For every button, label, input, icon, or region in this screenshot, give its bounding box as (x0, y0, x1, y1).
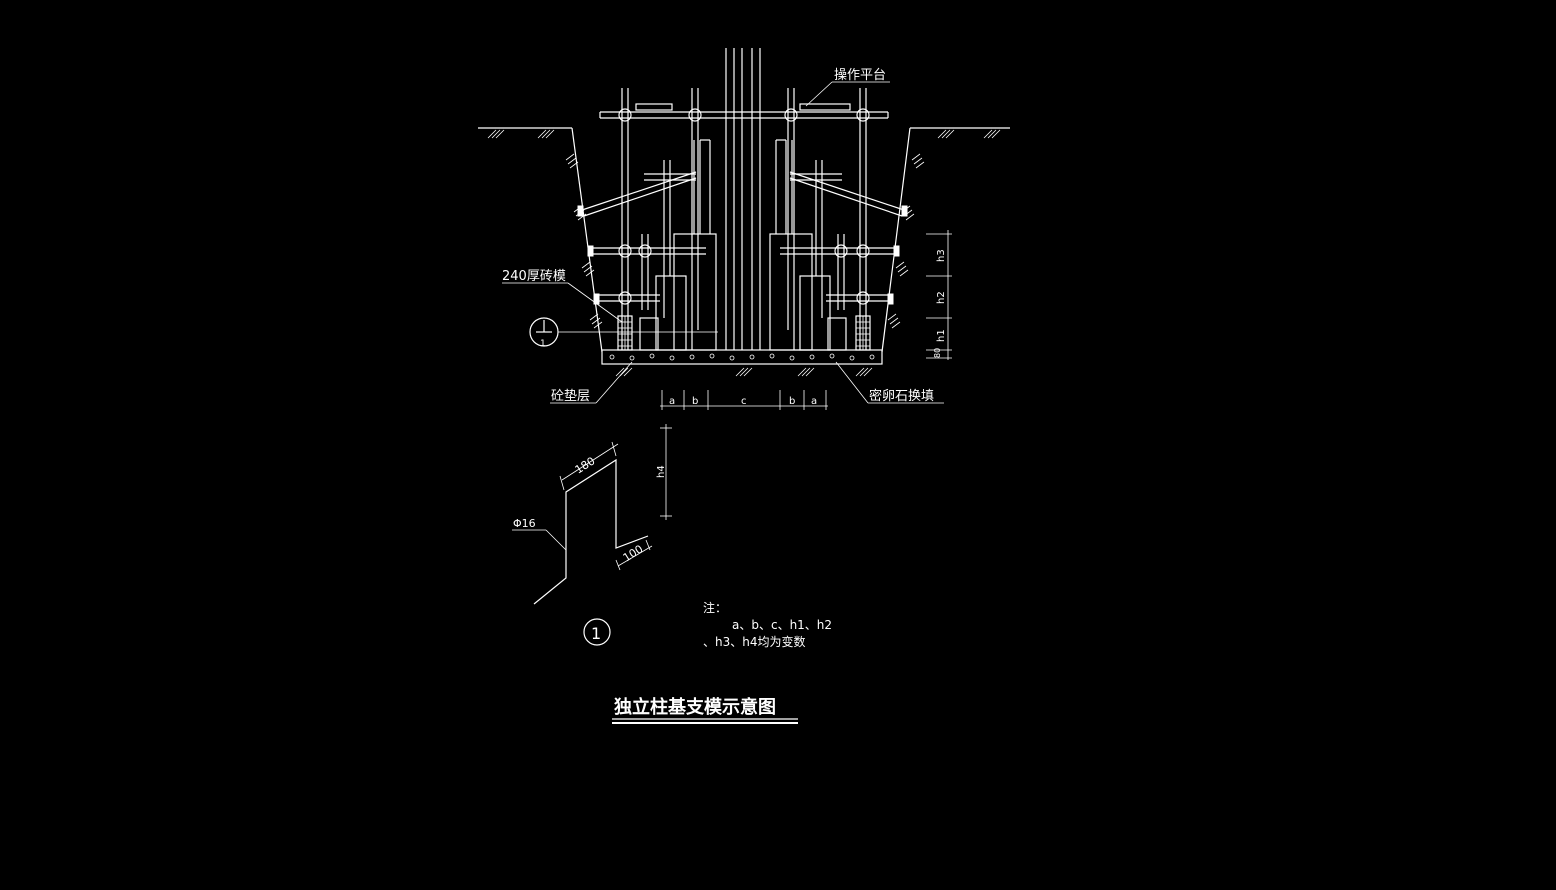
section-marker-number: 1 (540, 339, 546, 349)
scaffold (577, 88, 908, 350)
concrete-cushion-layer (601, 349, 883, 365)
label-brick-form: 240厚砖模 (502, 269, 623, 323)
platform-label: 操作平台 (834, 67, 886, 83)
drawing-title-block: 独立柱基支模示意图 (612, 696, 798, 724)
bar-top-dim: 180 (573, 454, 598, 476)
brick-form-right (855, 315, 871, 351)
bar-diameter-label: Φ16 (513, 517, 536, 530)
gravel-fill-label: 密卵石换填 (869, 388, 934, 404)
detail-marker-number: 1 (591, 624, 601, 643)
stepped-formwork-right (769, 139, 847, 351)
column-rebars (725, 48, 761, 350)
label-concrete-cushion: 砼垫层 (550, 361, 633, 404)
notes-heading: 注： (703, 600, 727, 615)
dim-h2: h2 (936, 291, 947, 304)
dim-h3: h3 (936, 249, 947, 262)
drawing-title: 独立柱基支模示意图 (614, 696, 776, 718)
label-platform: 操作平台 (805, 67, 890, 107)
section-marker: 1 (529, 317, 718, 349)
dim-b-right: b (789, 396, 795, 407)
dim-c: c (741, 396, 747, 407)
dim-a-left: a (669, 396, 675, 407)
vertical-dimensions: h3 h2 h1 80 (926, 230, 952, 360)
excavation-outline (478, 127, 1010, 377)
dim-h1: h1 (936, 329, 947, 342)
dim-a-right: a (811, 396, 817, 407)
stepped-formwork-left (639, 139, 717, 351)
concrete-cushion-label: 砼垫层 (551, 388, 590, 404)
horizontal-dimensions: a b c b a (660, 390, 828, 410)
bar-bottom-dim: 100 (621, 542, 646, 564)
dim-b-left: b (692, 396, 698, 407)
notes-line-1: a、b、c、h1、h2 (732, 618, 832, 632)
rebar-detail: 180 100 h4 Φ16 1 (512, 424, 672, 646)
dim-h4: h4 (656, 465, 667, 478)
brick-form-left (617, 315, 633, 351)
label-gravel-fill: 密卵石换填 (835, 361, 944, 404)
notes-line-2: 、h3、h4均为变数 (703, 634, 805, 649)
notes: 注： a、b、c、h1、h2 、h3、h4均为变数 (703, 600, 832, 649)
dim-bottom-80: 80 (933, 348, 942, 358)
brick-form-label: 240厚砖模 (502, 269, 566, 284)
